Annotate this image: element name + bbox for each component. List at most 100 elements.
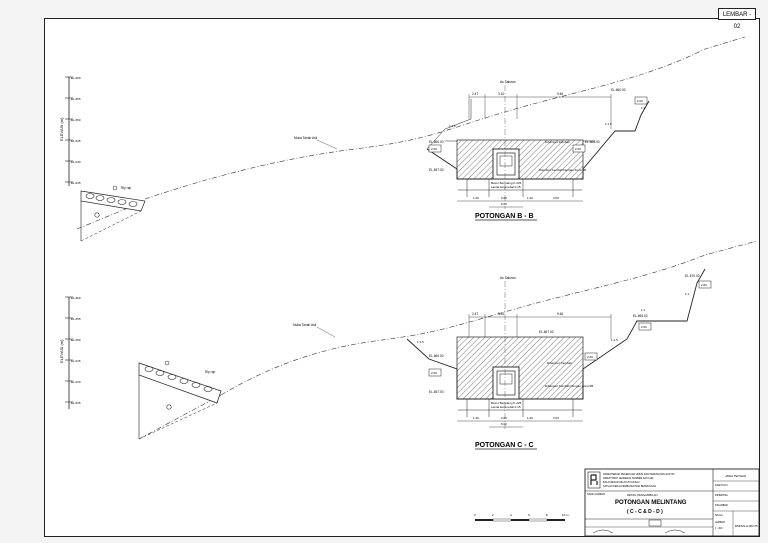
cc-dim-3: 9.46 — [557, 312, 563, 316]
bb-tick-6: EL.635 — [71, 181, 81, 185]
cc-small-dim-1: 2.00 — [431, 371, 437, 375]
cc-riprap-label: Rip rap — [205, 370, 216, 374]
cc-tick-2: EL.655 — [71, 317, 81, 321]
drawing-title: POTONGAN MELINTANG — [615, 500, 687, 506]
cc-dim-1: 2.47 — [472, 312, 478, 316]
section-cc: EL.660 EL.655 EL.650 EL.645 EL.640 EL.63… — [59, 240, 758, 450]
bb-title: POTONGAN B - B — [475, 213, 534, 220]
location-label: JAWA TENGAH — [725, 474, 746, 478]
bb-riprap: Rip rap — [80, 185, 146, 242]
cc-small-dim-4: 2.00 — [701, 283, 707, 287]
cc-dim-2: 3.10 — [498, 312, 504, 316]
scale-bar: 0 2 4 6 8 10 m — [474, 513, 569, 522]
sheet-code: BNDGN-H-002.05 — [735, 524, 758, 528]
cc-riprap: Rip rap — [138, 360, 222, 440]
agency-line-2: DIREKTORAT JENDERAL SUMBER DAYA AIR — [603, 477, 654, 480]
bb-concrete-label: Beton Bertulang K-225 — [491, 181, 522, 185]
right-line-4: SKALA — [715, 514, 723, 517]
bb-bottom-dim-4: 3.00 — [553, 196, 559, 200]
bb-elev-top: EL.660.00 — [611, 88, 626, 92]
bb-small-dim-3: 2.00 — [637, 99, 643, 103]
bb-excavation — [426, 99, 650, 197]
bb-tick-3: EL.650 — [71, 118, 81, 122]
cc-tick-4: EL.645 — [71, 359, 81, 363]
bb-dim-1: 2.47 — [472, 92, 478, 96]
cc-elev-bottom: EL.657.00 — [429, 390, 444, 394]
signature-icon — [592, 529, 686, 534]
right-line-1: DISETUJUI — [715, 484, 728, 487]
cc-tick-1: EL.660 — [71, 296, 81, 300]
right-line-2: DIPERIKSA — [715, 494, 728, 497]
cc-ground-label: Muka Tanah Asli — [293, 323, 316, 327]
bb-tick-4: EL.645 — [71, 139, 81, 143]
scale-tick-8: 8 — [546, 513, 548, 517]
scale-tick-4: 4 — [510, 513, 512, 517]
project-caption: NAMA GAMBAR — [587, 493, 605, 496]
cc-axis-ticks: EL.660 EL.655 EL.650 EL.645 EL.640 EL.63… — [65, 296, 81, 405]
scale-value: 1 : 200 — [715, 527, 723, 530]
bb-small-dim-1: 2.00 — [431, 147, 437, 151]
bb-lean-label: Lantai kerja tebal 0.15 — [491, 185, 521, 189]
cc-bottom-dim-4: 3.00 — [553, 416, 559, 420]
bb-bottom-dim-2: 0.60 — [501, 196, 507, 200]
bb-slope-2: 1:1.5 — [605, 122, 612, 126]
bb-ground-line — [144, 36, 746, 200]
bb-dim-3: 9.46 — [557, 92, 563, 96]
cc-slope-1: 1:1.5 — [417, 340, 424, 344]
bb-elev-right: EL.665.00 — [585, 140, 600, 144]
bb-small-dim-2: 2.00 — [575, 147, 581, 151]
cc-slope-4: 1:1 — [685, 292, 690, 296]
scale-tick-6: 6 — [528, 513, 530, 517]
bb-axis-ticks: EL.660 EL.655 EL.650 EL.645 EL.640 EL.63… — [65, 76, 81, 185]
cc-backfill-label: Dihamper Kembali — [547, 361, 572, 365]
bb-ground-label: Muka Tanah Asli — [294, 136, 317, 140]
cc-width-dim: 6.00 — [501, 422, 507, 426]
drawing-sheet: EL.660 EL.655 EL.650 EL.645 EL.640 EL.63… — [44, 18, 760, 537]
cc-tick-5: EL.640 — [71, 380, 81, 384]
bb-tick-1: EL.660 — [71, 76, 81, 80]
title-block: KEMENTERIAN PEKERJAAN UMUM DAN PERUMAHAN… — [584, 468, 760, 537]
cc-elev-right: EL.665.00 — [633, 314, 648, 318]
bb-tick-5: EL.640 — [71, 160, 81, 164]
bb-backfill-label: Dihamper Kembali — [545, 140, 570, 144]
bb-riprap-label: Rip rap — [121, 186, 132, 190]
scale-tick-0: 0 — [474, 513, 476, 517]
agency-line-1: KEMENTERIAN PEKERJAAN UMUM DAN PERUMAHAN… — [603, 473, 675, 476]
cc-excavation — [406, 268, 706, 417]
cc-bottom-dim-2: 0.60 — [501, 416, 507, 420]
right-line-3: DIGAMBAR — [715, 504, 728, 507]
cc-elev-top: EL.667.00 — [539, 330, 554, 334]
sheet-label: LEMBAR — [715, 521, 725, 524]
cc-title: POTONGAN C - C — [475, 442, 534, 449]
cc-bottom-dim-3: 1.20 — [527, 416, 533, 420]
seal-icon — [648, 519, 662, 527]
bb-elev-left: EL.660.00 — [429, 140, 444, 144]
bb-slope-3: 1:1 — [641, 106, 646, 110]
bb-slope-1: 1:1.5 — [449, 124, 456, 128]
bb-width-dim: 6.00 — [501, 202, 507, 206]
drawing-subtitle: ( C - C & D - D ) — [627, 509, 663, 515]
bb-axis-label: ELEVASI (m) — [59, 117, 64, 141]
bb-dim-2: 3.10 — [498, 92, 504, 96]
cc-elev-far-right: EL.670.00 — [685, 274, 700, 278]
cc-slope-3: 1:1 — [641, 308, 646, 312]
cc-tick-3: EL.650 — [71, 338, 81, 342]
sheet-number: LEMBAR - 02 — [718, 8, 756, 30]
cc-concrete-label: Beton Bertulang K-225 — [491, 401, 522, 405]
cc-tick-6: EL.635 — [71, 401, 81, 405]
cc-elev-left: EL.660.00 — [429, 354, 444, 358]
bb-bottom-dim-3: 1.20 — [527, 196, 533, 200]
cc-lean-label: Lantai kerja tebal 0.15 — [491, 405, 521, 409]
drawing-canvas: EL.660 EL.655 EL.650 EL.645 EL.640 EL.63… — [59, 36, 760, 537]
cc-small-dim-3: 2.00 — [641, 325, 647, 329]
cc-slope-2: 1:1.5 — [611, 338, 618, 342]
bb-backfill-zone-label: Ditimbun Kembali Dengan Zona 5B — [539, 168, 586, 172]
cc-backfill-zone-label: Dihamper Kembali Dengan Zona 5B — [545, 384, 593, 388]
bb-elev-bottom: EL.657.00 — [429, 168, 444, 172]
bb-bottom-dim-1: 1.20 — [473, 196, 479, 200]
cc-small-dim-2: 2.00 — [587, 355, 593, 359]
bb-tick-2: EL.655 — [71, 97, 81, 101]
cc-center-label: As Saluran — [500, 276, 516, 280]
drawing-title-caption: DETAIL PENGAMBILAN — [627, 493, 657, 497]
agency-line-4: SATUAN KERJA PEMBANGUNAN BENDUNGAN — [603, 485, 656, 488]
